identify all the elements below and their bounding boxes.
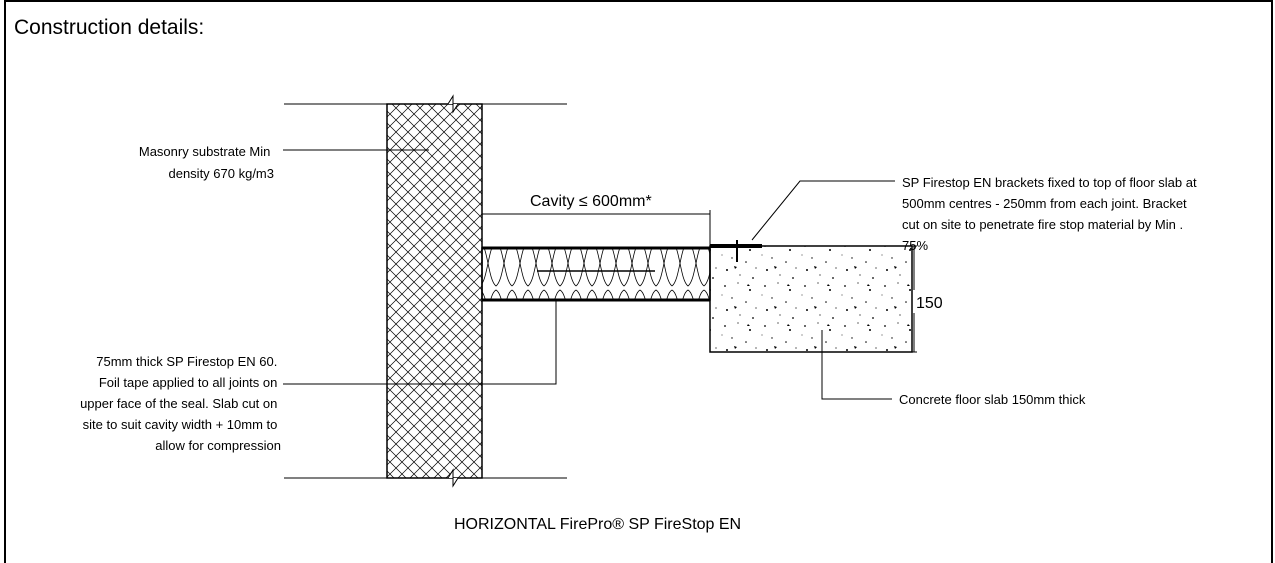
firestop-label: 75mm thick SP Firestop EN 60. Foil tape … [80, 354, 281, 453]
thickness-label: 150 [916, 295, 943, 312]
cavity-label: Cavity ≤ 600mm* [530, 193, 652, 210]
leader-lines [283, 149, 895, 400]
slab-label: Concrete floor slab 150mm thick [899, 392, 1086, 407]
thickness-dimension: 150 [912, 245, 943, 353]
concrete-slab [709, 240, 913, 353]
section-heading: Construction details: [14, 16, 205, 39]
detail-frame [4, 0, 1273, 563]
masonry-label: Masonry substrate Min density 670 kg/m3 [139, 144, 274, 181]
firestop-slab [481, 246, 711, 302]
bracket-label: SP Firestop EN brackets fixed to top of … [902, 175, 1200, 253]
masonry-wall [284, 94, 567, 488]
cavity-dimension: Cavity ≤ 600mm* [482, 193, 711, 248]
diagram-caption: HORIZONTAL FirePro® SP FireStop EN [454, 516, 741, 533]
